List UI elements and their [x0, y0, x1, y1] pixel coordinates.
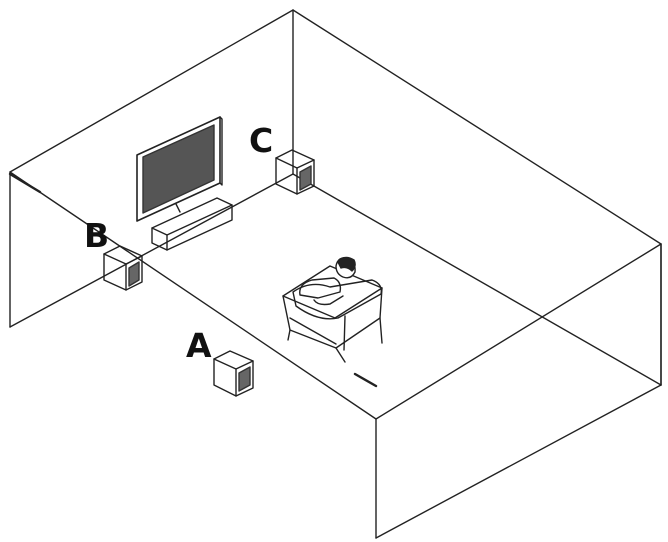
room-outline — [8, 9, 662, 539]
speaker-label-c: C — [249, 121, 273, 160]
speaker-label-a: A — [186, 326, 212, 365]
speaker-c-icon — [275, 149, 315, 195]
tv-stand-icon — [151, 197, 233, 251]
speaker-b-icon — [103, 245, 143, 291]
seated-person-icon — [282, 256, 383, 363]
speaker-label-b: B — [84, 216, 109, 255]
television-icon — [136, 116, 223, 222]
speaker-a-icon — [213, 350, 254, 397]
